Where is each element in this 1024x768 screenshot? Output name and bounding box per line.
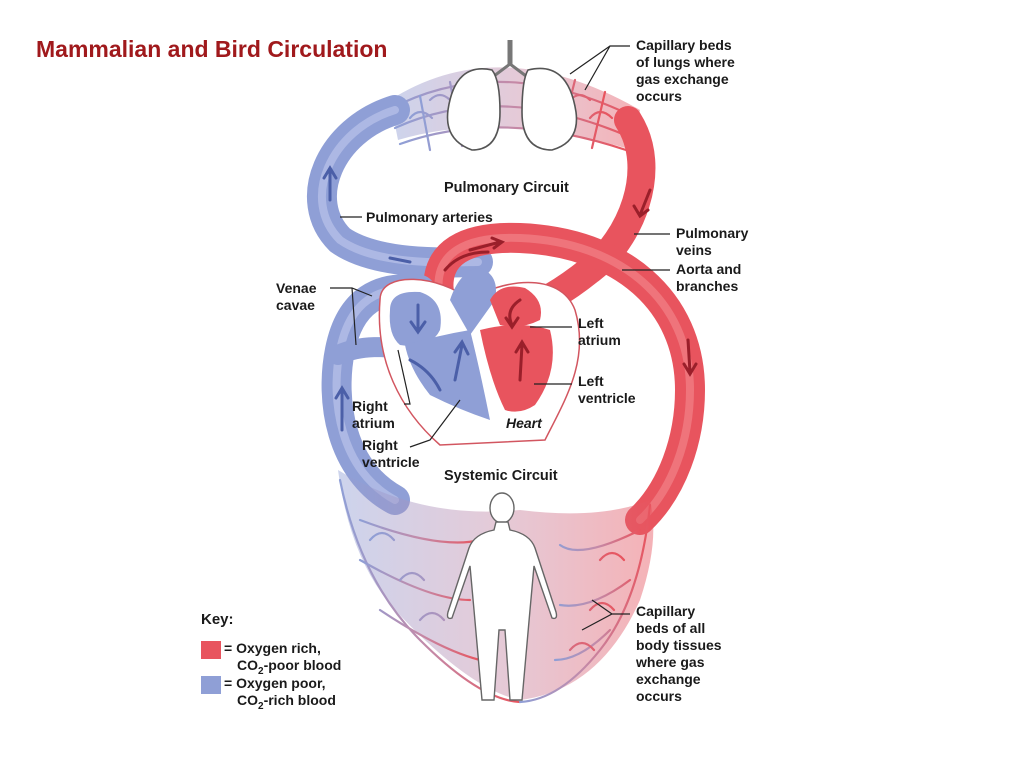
color-key: Key: = Oxygen rich, CO2-poor blood = Oxy… [201, 611, 341, 712]
svg-text:Left: Left [578, 315, 604, 331]
svg-text:beds of all: beds of all [636, 620, 705, 636]
label-right-ventricle: Right ventricle [362, 399, 461, 470]
svg-text:of lungs where: of lungs where [636, 54, 735, 70]
key-text-co2-poor: CO2-poor blood [237, 657, 341, 677]
label-pulmonary-circuit: Pulmonary Circuit [444, 180, 569, 196]
key-swatch-oxygen-rich [201, 641, 221, 659]
label-venae-cavae: Venae cavae [276, 280, 373, 346]
slide-title: Mammalian and Bird Circulation [36, 36, 388, 62]
flow-arrows [322, 165, 698, 432]
heart-diagram [378, 250, 581, 446]
svg-text:Aorta and: Aorta and [676, 261, 741, 277]
svg-text:cavae: cavae [276, 297, 315, 313]
svg-text:Right: Right [352, 398, 388, 414]
svg-text:Capillary: Capillary [636, 603, 695, 619]
svg-text:branches: branches [676, 278, 738, 294]
svg-text:body tissues: body tissues [636, 637, 722, 653]
svg-text:ventricle: ventricle [578, 390, 636, 406]
key-swatch-oxygen-poor [201, 676, 221, 694]
svg-text:Pulmonary arteries: Pulmonary arteries [366, 209, 493, 225]
left-atrium-chamber [490, 286, 541, 327]
svg-text:veins: veins [676, 242, 712, 258]
svg-text:Right: Right [362, 437, 398, 453]
key-text-oxygen-rich: = Oxygen rich, [224, 640, 321, 656]
svg-text:Pulmonary: Pulmonary [676, 225, 749, 241]
left-ventricle-chamber [480, 325, 553, 412]
label-right-atrium: Right atrium [352, 349, 411, 431]
key-title: Key: [201, 611, 234, 628]
svg-text:Capillary beds: Capillary beds [636, 37, 732, 53]
label-heart: Heart [506, 415, 543, 431]
svg-text:atrium: atrium [352, 415, 395, 431]
svg-text:exchange: exchange [636, 671, 701, 687]
lung-capillary-bed [386, 67, 640, 152]
label-capillary-lungs: Capillary beds of lungs where gas exchan… [569, 37, 735, 104]
label-pulmonary-arteries: Pulmonary arteries [340, 209, 493, 225]
svg-text:atrium: atrium [578, 332, 621, 348]
label-aorta: Aorta and branches [622, 261, 741, 294]
label-systemic-circuit: Systemic Circuit [444, 468, 558, 484]
human-figure-icon [446, 492, 558, 701]
right-atrium-chamber [389, 291, 441, 346]
lungs-icon [446, 40, 578, 151]
svg-text:Venae: Venae [276, 280, 317, 296]
label-capillary-body: Capillary beds of all body tissues where… [581, 599, 722, 704]
label-left-atrium: Left atrium [530, 315, 621, 348]
key-text-oxygen-poor: = Oxygen poor, [224, 675, 326, 691]
svg-text:gas exchange: gas exchange [636, 71, 729, 87]
svg-text:Left: Left [578, 373, 604, 389]
key-text-co2-rich: CO2-rich blood [237, 692, 336, 712]
label-left-ventricle: Left ventricle [534, 373, 636, 406]
svg-text:ventricle: ventricle [362, 454, 420, 470]
svg-text:occurs: occurs [636, 88, 682, 104]
label-pulmonary-veins: Pulmonary veins [634, 225, 749, 258]
svg-text:occurs: occurs [636, 688, 682, 704]
svg-text:where gas: where gas [635, 654, 705, 670]
